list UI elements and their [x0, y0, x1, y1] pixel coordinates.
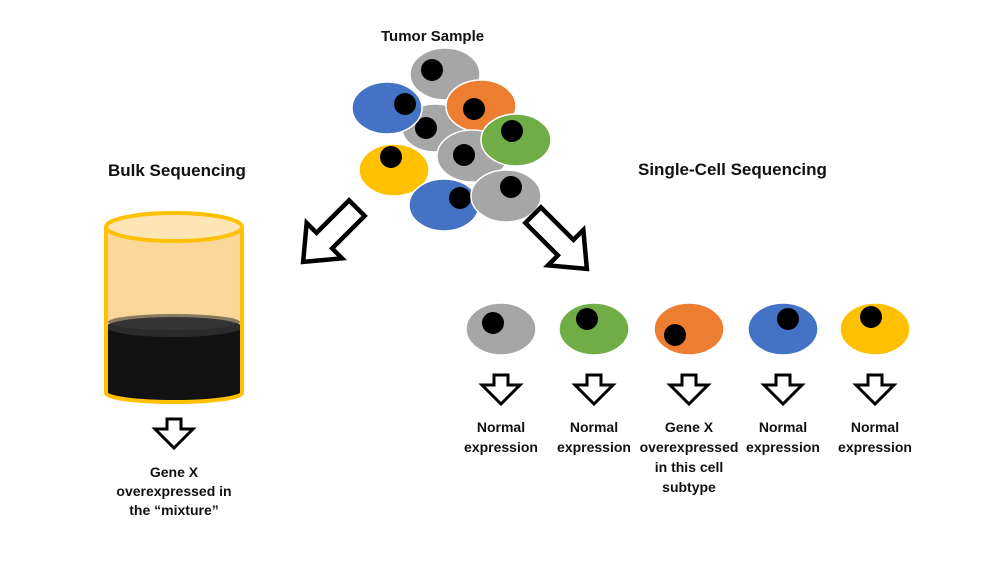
single-cell-5 — [839, 302, 911, 407]
bulk-result-line: Gene X — [149, 464, 199, 480]
bulk-result-line: overexpressed in — [116, 483, 232, 499]
bulk-tube-icon — [104, 211, 244, 404]
bulk-result-arrow-icon — [151, 417, 197, 451]
single-cell-nucleus — [777, 308, 799, 330]
single-cell-result-arrow-icon — [478, 373, 524, 407]
single-cell-result-arrow-icon — [666, 373, 712, 407]
tumor-cell-blue-bottom — [408, 178, 480, 232]
single-cell-label-line: in this cell — [654, 459, 724, 475]
single-cell-label: Normal expression — [539, 417, 649, 457]
single-cell-label-line: expression — [838, 439, 912, 455]
single-cell-label-line: subtype — [662, 479, 716, 495]
arrow-to-bulk-icon — [300, 197, 368, 265]
single-cell-label-line: expression — [557, 439, 631, 455]
single-cell-label: Normal expression — [728, 417, 838, 457]
single-cell-label: Gene X overexpressed in this cell subtype — [634, 417, 744, 497]
single-cell-nucleus — [576, 308, 598, 330]
single-cell-body — [653, 302, 725, 356]
single-cell-label-line: expression — [464, 439, 538, 455]
single-cell-label-line: Normal — [569, 419, 619, 435]
single-cell-result-arrow-icon — [852, 373, 898, 407]
single-cell-row — [465, 302, 911, 407]
single-cell-body — [747, 302, 819, 356]
single-cell-label-line: Normal — [758, 419, 808, 435]
single-cell-body — [839, 302, 911, 356]
single-cell-label: Normal expression — [820, 417, 930, 457]
bulk-result-line: the “mixture” — [129, 502, 219, 518]
tumor-cell-green — [480, 113, 552, 167]
single-cell-nucleus — [482, 312, 504, 334]
bulk-result-label: Gene X overexpressed in the “mixture” — [104, 463, 244, 520]
bulk-sequencing-title: Bulk Sequencing — [108, 161, 246, 180]
tumor-cell-blue-left — [351, 81, 423, 135]
single-cell-result-arrow-icon — [760, 373, 806, 407]
tumor-cell-cluster — [351, 47, 552, 232]
tumor-sample-title: Tumor Sample — [381, 28, 485, 45]
single-cell-1 — [465, 302, 537, 407]
single-cell-label-line: Normal — [476, 419, 526, 435]
single-cell-result-arrow-icon — [571, 373, 617, 407]
single-cell-nucleus — [860, 306, 882, 328]
single-cell-label-line: Normal — [850, 419, 900, 435]
single-cell-label-line: Gene X — [664, 419, 714, 435]
tumor-cell-gray-bottom-right — [470, 169, 542, 223]
single-cell-4 — [747, 302, 819, 407]
single-cell-3 — [653, 302, 725, 407]
tumor-cell-yellow — [358, 143, 430, 197]
single-cell-nucleus — [664, 324, 686, 346]
single-cell-label: Normal expression — [446, 417, 556, 457]
arrow-to-single-cell-icon — [522, 204, 590, 272]
single-cell-2 — [558, 302, 630, 407]
single-cell-label-line: expression — [746, 439, 820, 455]
single-cell-sequencing-title: Single-Cell Sequencing — [638, 160, 827, 179]
single-cell-label-line: overexpressed — [639, 439, 739, 455]
